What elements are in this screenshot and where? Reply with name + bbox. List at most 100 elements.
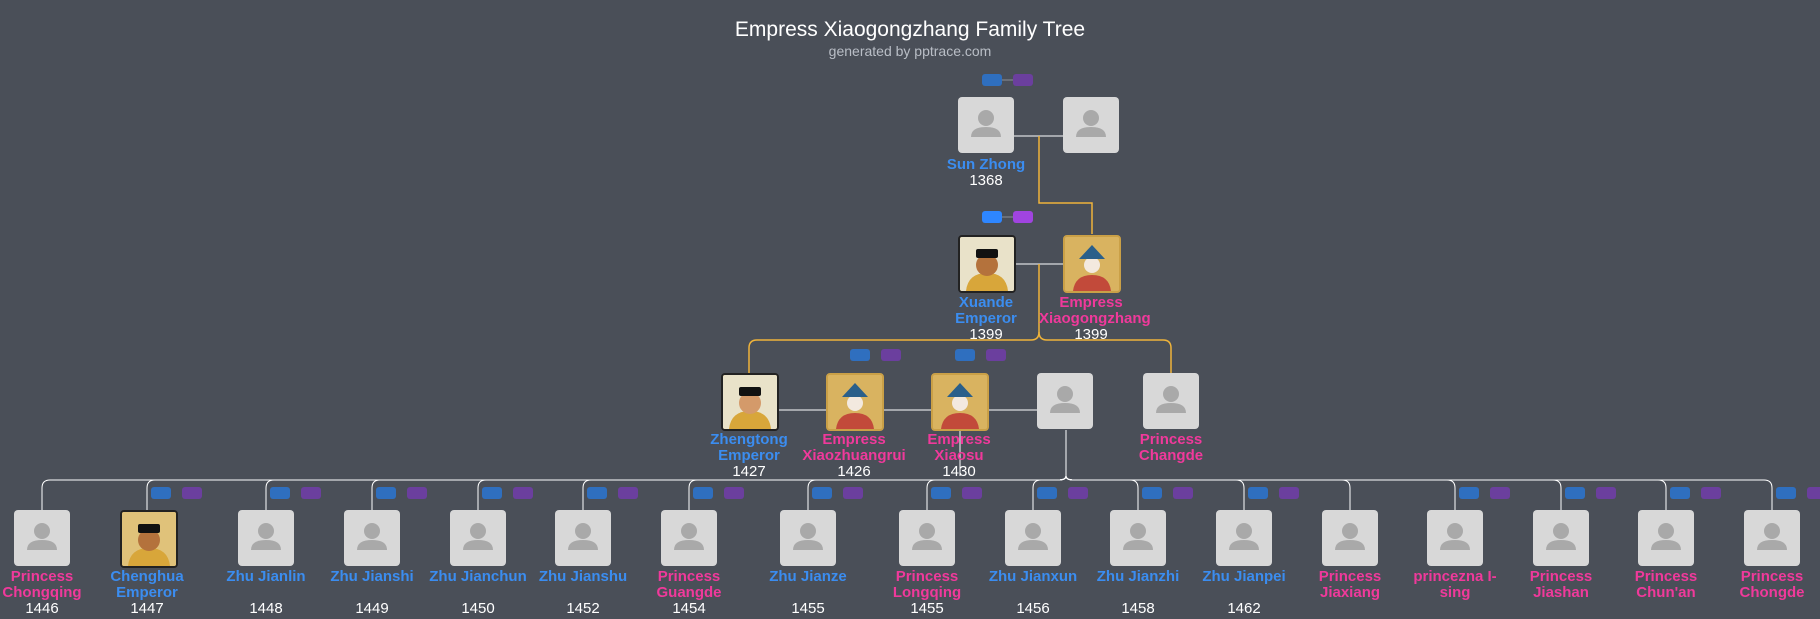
- tag-blue[interactable]: [982, 211, 1002, 223]
- tag-purple[interactable]: [1013, 74, 1033, 86]
- emperor-portrait-icon: [723, 375, 777, 429]
- person-name: Zhu Jianzhi: [1096, 568, 1180, 585]
- person-card-child[interactable]: [14, 510, 70, 566]
- tag-purple[interactable]: [1173, 487, 1193, 499]
- tag-blue[interactable]: [1565, 487, 1585, 499]
- empress-portrait-icon: [828, 375, 882, 429]
- person-name: Zhu Jianlin: [226, 568, 306, 585]
- tag-blue[interactable]: [693, 487, 713, 499]
- tag-blue[interactable]: [1670, 487, 1690, 499]
- child-connector: [1032, 475, 1067, 510]
- person-name: Chenghua Emperor: [110, 568, 184, 601]
- tag-purple[interactable]: [962, 487, 982, 499]
- person-card-child[interactable]: [1216, 510, 1272, 566]
- tag-purple[interactable]: [1068, 487, 1088, 499]
- person-card-unknown-consort[interactable]: [1037, 373, 1093, 429]
- tag-purple[interactable]: [182, 487, 202, 499]
- person-card-child[interactable]: [450, 510, 506, 566]
- person-year: 1399: [969, 326, 1003, 343]
- tag-blue[interactable]: [812, 487, 832, 499]
- person-card-child[interactable]: [1744, 510, 1800, 566]
- tag-purple[interactable]: [1807, 487, 1820, 499]
- person-card-child[interactable]: [238, 510, 294, 566]
- person-card-child[interactable]: [120, 510, 178, 568]
- person-card-child[interactable]: [1533, 510, 1589, 566]
- person-card-xuande[interactable]: [958, 235, 1016, 293]
- person-year: 1446: [25, 600, 59, 617]
- person-card-xiaosu[interactable]: [931, 373, 989, 431]
- tag-blue[interactable]: [151, 487, 171, 499]
- child-connector: [688, 475, 1067, 510]
- person-card-xiaogongzhang[interactable]: [1063, 235, 1121, 293]
- person-placeholder-icon: [1651, 523, 1681, 550]
- tag-purple[interactable]: [1701, 487, 1721, 499]
- tag-purple[interactable]: [301, 487, 321, 499]
- tag-blue[interactable]: [850, 349, 870, 361]
- person-card-child[interactable]: [1110, 510, 1166, 566]
- person-card-changde[interactable]: [1143, 373, 1199, 429]
- tag-purple[interactable]: [1013, 211, 1033, 223]
- person-name: Princess Changde: [1138, 431, 1204, 464]
- person-card-zhengtong[interactable]: [721, 373, 779, 431]
- person-year: 1448: [249, 600, 283, 617]
- tag-purple[interactable]: [843, 487, 863, 499]
- child-connector: [1065, 475, 1562, 510]
- child-connector: [1065, 475, 1773, 510]
- tag-purple[interactable]: [407, 487, 427, 499]
- person-year: 1399: [1074, 326, 1108, 343]
- tag-blue[interactable]: [955, 349, 975, 361]
- tag-purple[interactable]: [513, 487, 533, 499]
- tag-blue[interactable]: [982, 74, 1002, 86]
- tag-purple[interactable]: [618, 487, 638, 499]
- tag-purple[interactable]: [1596, 487, 1616, 499]
- person-card-child[interactable]: [780, 510, 836, 566]
- tag-blue[interactable]: [270, 487, 290, 499]
- tag-blue[interactable]: [1037, 487, 1057, 499]
- person-year: 1368: [969, 172, 1003, 189]
- person-card-child[interactable]: [555, 510, 611, 566]
- person-card-child[interactable]: [1005, 510, 1061, 566]
- person-placeholder-icon: [1335, 523, 1365, 550]
- tag-blue[interactable]: [587, 487, 607, 499]
- person-card-xiaozhuangrui[interactable]: [826, 373, 884, 431]
- tag-blue[interactable]: [1776, 487, 1796, 499]
- person-year: 1449: [355, 600, 389, 617]
- person-card-child[interactable]: [1638, 510, 1694, 566]
- page-subtitle: generated by pptrace.com: [828, 43, 992, 59]
- emperor-portrait-icon: [122, 512, 176, 566]
- person-year: 1455: [791, 600, 825, 617]
- person-year: 1447: [130, 600, 164, 617]
- person-year: 1427: [732, 463, 766, 480]
- tag-purple[interactable]: [986, 349, 1006, 361]
- person-year: 1452: [566, 600, 600, 617]
- person-placeholder-icon: [463, 523, 493, 550]
- person-card-child[interactable]: [1427, 510, 1483, 566]
- tag-blue[interactable]: [1459, 487, 1479, 499]
- tag-blue[interactable]: [1248, 487, 1268, 499]
- person-card-child[interactable]: [344, 510, 400, 566]
- tag-blue[interactable]: [931, 487, 951, 499]
- person-card-child[interactable]: [661, 510, 717, 566]
- person-card-sun-zhong[interactable]: [958, 97, 1014, 153]
- empress-portrait-icon: [933, 375, 987, 429]
- tag-purple[interactable]: [724, 487, 744, 499]
- person-card-child[interactable]: [899, 510, 955, 566]
- person-placeholder-icon: [27, 523, 57, 550]
- person-card-child[interactable]: [1322, 510, 1378, 566]
- tag-purple[interactable]: [881, 349, 901, 361]
- person-placeholder-icon: [1546, 523, 1576, 550]
- person-name: Princess Guangde: [656, 568, 722, 601]
- tag-blue[interactable]: [376, 487, 396, 499]
- child-connector: [1065, 475, 1351, 510]
- person-card-spouse[interactable]: [1063, 97, 1119, 153]
- tag-purple[interactable]: [1490, 487, 1510, 499]
- person-year: 1430: [942, 463, 976, 480]
- person-name: Empress Xiaosu: [927, 431, 991, 464]
- person-name: Zhengtong Emperor: [710, 431, 788, 464]
- tag-blue[interactable]: [1142, 487, 1162, 499]
- person-name: Zhu Jianshi: [330, 568, 414, 585]
- tag-purple[interactable]: [1279, 487, 1299, 499]
- person-year: 1456: [1016, 600, 1050, 617]
- tag-blue[interactable]: [482, 487, 502, 499]
